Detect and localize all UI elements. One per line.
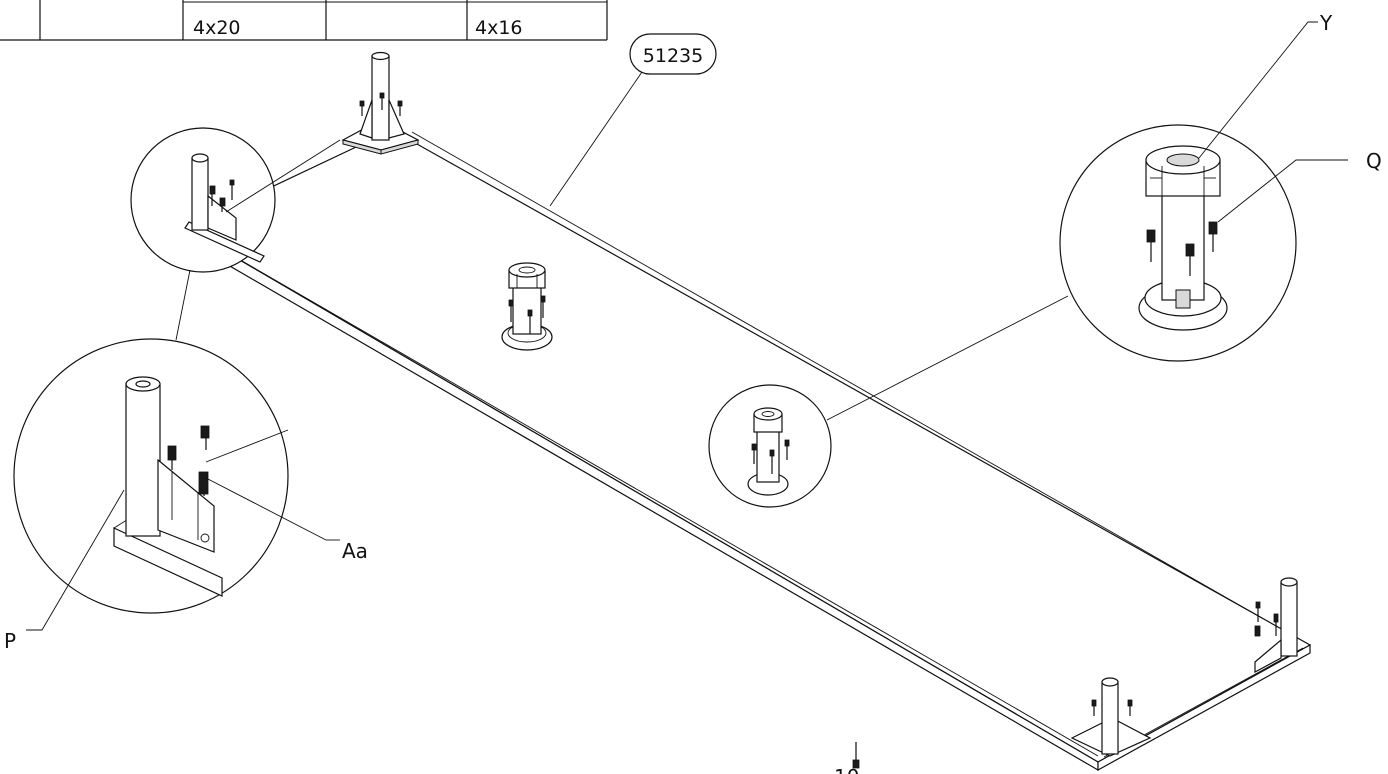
- detail-circle-foot-small: [708, 384, 832, 508]
- guide-line-diagonal: [411, 131, 1263, 619]
- leader-detail-link: [175, 269, 191, 341]
- adjustable-foot-center: [501, 262, 553, 351]
- detail-circle-corner-large: [13, 338, 327, 614]
- callout-board: 51235: [549, 33, 717, 207]
- callout-y: Y: [1198, 11, 1333, 159]
- leader-foot-detail: [826, 295, 1069, 421]
- label-partial-bottom: 10: [834, 765, 859, 774]
- label-p: P: [4, 629, 16, 653]
- corner-leg-right-front: [1070, 677, 1152, 757]
- label-y: Y: [1319, 11, 1333, 35]
- corner-leg-right-back: [1254, 577, 1298, 674]
- corner-leg-back: [341, 51, 420, 155]
- callout-p: P: [4, 489, 125, 653]
- callout-aa: Aa: [326, 539, 368, 563]
- label-q: Q: [1366, 149, 1382, 173]
- detail-circle-foot-large: [1059, 124, 1297, 362]
- table-cell-screw-4x20: 4x20: [193, 17, 241, 39]
- table-cell-screw-4x16: 4x16: [475, 17, 523, 39]
- screw-arrow-bottom: [852, 742, 860, 769]
- label-aa: Aa: [342, 539, 368, 563]
- callout-q: Q: [1217, 149, 1382, 223]
- fastener-table: 4x20 4x16: [0, 0, 608, 41]
- detail-circle-corner-small: [130, 127, 341, 273]
- board-code-label: 51235: [643, 45, 703, 67]
